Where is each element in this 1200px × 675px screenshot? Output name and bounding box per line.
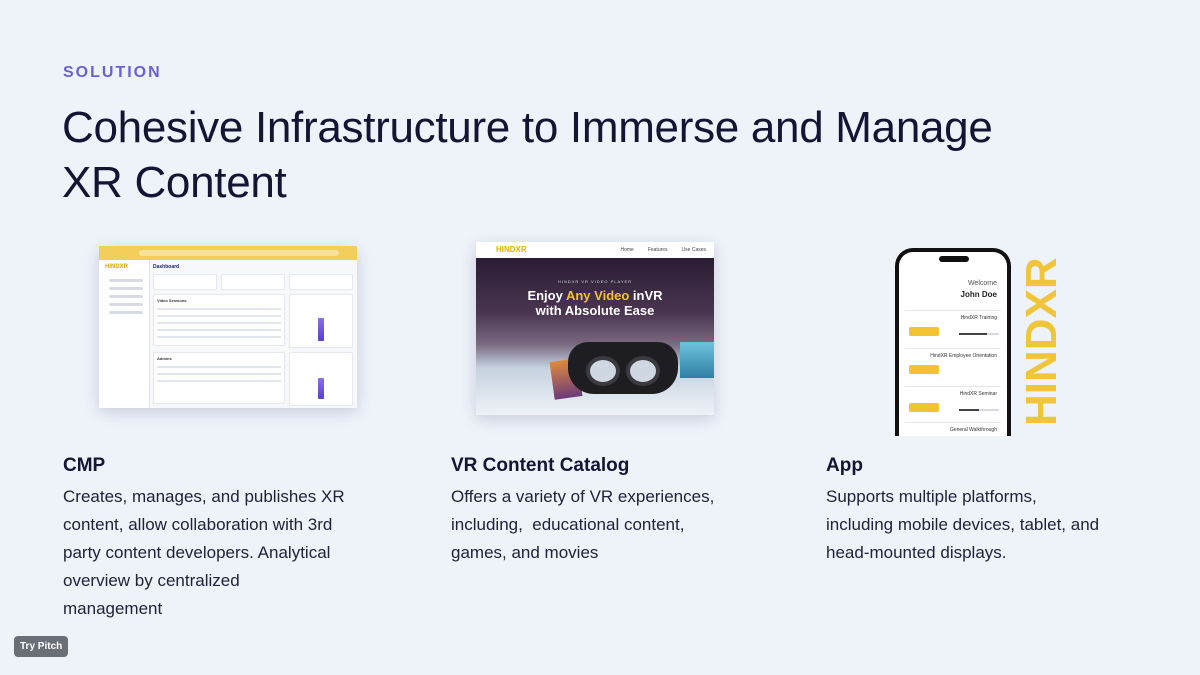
vr-catalog-title: VR Content Catalog [451, 455, 630, 476]
sidebar-item [109, 311, 143, 314]
list-item-button [909, 327, 939, 336]
list-item-title: HindXR Training [960, 315, 997, 321]
page-title: Cohesive Infrastructure to Immerse and M… [62, 100, 1142, 210]
bar-panel [289, 294, 353, 348]
list-item: HindXR Employee Orientation [905, 348, 1001, 381]
headline-pre: Enjoy [527, 288, 566, 303]
table-row [157, 336, 281, 338]
headline-post: inVR [629, 288, 663, 303]
list-item: General Walkthrough [905, 422, 1001, 436]
text-line: Creates, manages, and publishes XR [63, 487, 345, 506]
text-line: content, allow collaboration with 3rd [63, 515, 333, 534]
text-line: including, educational content, [451, 515, 685, 534]
headline-accent: Any Video [565, 288, 630, 303]
eyebrow-label: SOLUTION [63, 64, 162, 81]
table-row [157, 329, 281, 331]
vr-nav: HINDXR Home Features Use Cases [476, 242, 714, 258]
sidebar-item [109, 303, 143, 306]
lens-left [586, 356, 620, 386]
bar-mark [318, 378, 324, 399]
app-title: App [826, 455, 863, 476]
vr-kicker: HINDXR VR VIDEO PLAYER [557, 279, 633, 284]
bar-mark [318, 318, 324, 341]
text-line: Supports multiple platforms, [826, 487, 1037, 506]
text-line: overview by centralized [63, 571, 240, 590]
cmp-title: CMP [63, 455, 106, 476]
table-title: Video Sessions [157, 298, 187, 303]
vr-photo-card-2 [680, 342, 714, 378]
table-row [157, 380, 281, 382]
title-line-1: Cohesive Infrastructure to Immerse and M… [62, 103, 993, 152]
text-line: Offers a variety of VR experiences, [451, 487, 715, 506]
text-line: head-mounted displays. [826, 543, 1007, 562]
table-title: Admins [157, 356, 172, 361]
lens-right [626, 356, 660, 386]
cmp-panel-row: Video Sessions [153, 294, 353, 348]
list-item: HindXR Training [905, 310, 1001, 343]
text-line: management [63, 599, 163, 618]
nav-link-home: Home [620, 247, 634, 253]
admins-table: Admins [153, 352, 285, 404]
browser-bar [99, 246, 357, 260]
vr-headset-icon [568, 342, 678, 394]
vr-nav-links: Home Features Use Cases [620, 247, 706, 253]
progress-bar [959, 409, 999, 411]
sidebar-item [109, 279, 143, 282]
stat-cards [153, 274, 353, 290]
video-sessions-table: Video Sessions [153, 294, 285, 346]
user-name: John Doe [960, 290, 997, 299]
table-row [157, 366, 281, 368]
cmp-page-title: Dashboard [153, 264, 180, 270]
list-item: HindXR Seminar [905, 386, 1001, 419]
url-bar [139, 250, 339, 256]
sidebar-item [109, 295, 143, 298]
table-row [157, 308, 281, 310]
phone-screen: Welcome John Doe HindXR Training HindXR … [899, 252, 1007, 436]
cmp-description: Creates, manages, and publishes XR conte… [63, 483, 383, 623]
brand-watermark: HINDXR [1017, 257, 1066, 427]
bar-panel [289, 352, 353, 406]
stat-card [289, 274, 353, 290]
vr-logo: HINDXR [496, 245, 527, 254]
cmp-main: Dashboard Video Sessions Admins [153, 264, 353, 406]
app-description: Supports multiple platforms, including m… [826, 483, 1166, 567]
sidebar-item [109, 287, 143, 290]
table-row [157, 373, 281, 375]
headline-line-2: with Absolute Ease [535, 303, 655, 318]
text-line: party content developers. Analytical [63, 543, 331, 562]
list-item-title: General Walkthrough [949, 427, 997, 433]
title-line-2: XR Content [62, 158, 287, 207]
vr-catalog-image: HINDXR Home Features Use Cases HINDXR VR… [476, 242, 714, 415]
table-row [157, 315, 281, 317]
cmp-sidebar: HINDXR [99, 260, 150, 408]
cmp-dashboard-image: HINDXR Dashboard Video Sessions [99, 246, 357, 408]
nav-link-use-cases: Use Cases [681, 247, 706, 253]
table-row [157, 322, 281, 324]
phone-notch [939, 256, 969, 262]
stat-card [221, 274, 285, 290]
vr-catalog-description: Offers a variety of VR experiences, incl… [451, 483, 771, 567]
cmp-logo: HINDXR [105, 264, 129, 270]
list-item-title: HindXR Seminar [959, 391, 997, 397]
app-phone-image: Welcome John Doe HindXR Training HindXR … [895, 248, 1011, 436]
vr-headline: Enjoy Any Video inVR with Absolute Ease [476, 288, 714, 318]
progress-fill [959, 333, 987, 335]
list-item-button [909, 365, 939, 374]
try-pitch-button[interactable]: Try Pitch [14, 636, 69, 657]
progress-fill [959, 409, 979, 411]
stat-card [153, 274, 217, 290]
greeting: Welcome [967, 280, 997, 287]
text-line: including mobile devices, tablet, and [826, 515, 1100, 534]
nav-link-features: Features [647, 247, 668, 253]
cmp-panel-row: Admins [153, 352, 353, 406]
list-item-title: HindXR Employee Orientation [930, 353, 997, 359]
progress-bar [959, 333, 999, 335]
text-line: games, and movies [451, 543, 599, 562]
list-item-button [909, 403, 939, 412]
